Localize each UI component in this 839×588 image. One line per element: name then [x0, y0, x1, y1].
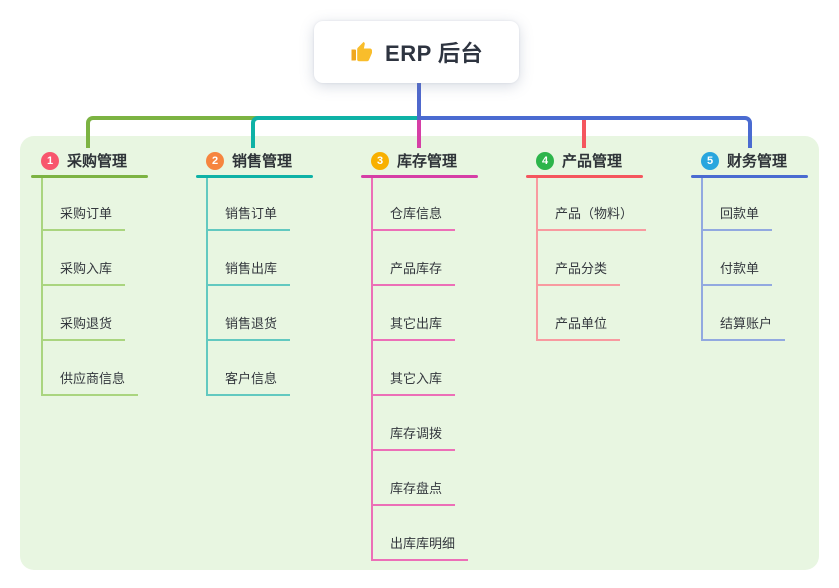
child-node[interactable]: 产品单位: [538, 286, 621, 341]
branch-children: 销售订单销售出库销售退货客户信息: [206, 178, 291, 396]
child-node[interactable]: 供应商信息: [43, 341, 139, 396]
child-node[interactable]: 仓库信息: [373, 178, 456, 231]
connector-branch-3: [417, 120, 421, 148]
branch-underline: [196, 175, 313, 178]
branch-node: 1 采购管理 采购订单采购入库采购退货供应商信息: [31, 146, 149, 396]
child-node[interactable]: 销售订单: [208, 178, 291, 231]
child-node[interactable]: 付款单: [703, 231, 773, 286]
root-connector: [417, 83, 421, 120]
child-node[interactable]: 采购退货: [43, 286, 126, 341]
root-label: ERP 后台: [385, 41, 483, 66]
child-node[interactable]: 库存盘点: [373, 451, 456, 506]
branch-underline: [31, 175, 148, 178]
branch-children: 产品（物料）产品分类产品单位: [536, 178, 647, 341]
child-node[interactable]: 销售退货: [208, 286, 291, 341]
branch-children: 采购订单采购入库采购退货供应商信息: [41, 178, 139, 396]
child-node[interactable]: 销售出库: [208, 231, 291, 286]
branch-node: 3 库存管理 仓库信息产品库存其它出库其它入库库存调拨库存盘点出库库明细: [361, 146, 479, 561]
child-node[interactable]: 产品库存: [373, 231, 456, 286]
branch-number-badge: 2: [206, 151, 224, 170]
branch-title: 采购管理: [67, 153, 128, 170]
branch-underline: [361, 175, 478, 178]
child-node[interactable]: 产品分类: [538, 231, 621, 286]
branch-underline: [526, 175, 643, 178]
branch-title-row[interactable]: 4 产品管理: [526, 146, 644, 175]
child-node[interactable]: 其它出库: [373, 286, 456, 341]
connector-branch-4: [582, 120, 586, 148]
child-node[interactable]: 结算账户: [703, 286, 786, 341]
branch-number-badge: 3: [371, 151, 389, 170]
child-node[interactable]: 采购订单: [43, 178, 126, 231]
child-node[interactable]: 库存调拨: [373, 396, 456, 451]
connector-branch-2: [251, 116, 418, 148]
branch-title-row[interactable]: 2 销售管理: [196, 146, 314, 175]
branch-title-row[interactable]: 1 采购管理: [31, 146, 149, 175]
child-node[interactable]: 回款单: [703, 178, 773, 231]
branch-number-badge: 1: [41, 151, 59, 170]
child-node[interactable]: 客户信息: [208, 341, 291, 396]
branch-underline: [691, 175, 808, 178]
branch-title-row[interactable]: 5 财务管理: [691, 146, 809, 175]
branches-panel: [20, 136, 819, 570]
branch-title: 库存管理: [397, 153, 458, 170]
branch-number-badge: 4: [536, 151, 554, 170]
child-node[interactable]: 产品（物料）: [538, 178, 647, 231]
child-node[interactable]: 采购入库: [43, 231, 126, 286]
branch-node: 4 产品管理 产品（物料）产品分类产品单位: [526, 146, 647, 341]
branch-title: 销售管理: [232, 153, 293, 170]
branch-title: 财务管理: [727, 153, 788, 170]
connector-branch-5: [418, 116, 752, 148]
root-node[interactable]: ERP 后台: [314, 21, 519, 83]
branch-node: 2 销售管理 销售订单销售出库销售退货客户信息: [196, 146, 314, 396]
branch-children: 仓库信息产品库存其它出库其它入库库存调拨库存盘点出库库明细: [371, 178, 469, 561]
child-node[interactable]: 其它入库: [373, 341, 456, 396]
branch-node: 5 财务管理 回款单付款单结算账户: [691, 146, 809, 341]
child-node[interactable]: 出库库明细: [373, 506, 469, 561]
thumbs-up-icon: [350, 40, 374, 64]
branch-children: 回款单付款单结算账户: [701, 178, 786, 341]
branch-number-badge: 5: [701, 151, 719, 170]
branch-title-row[interactable]: 3 库存管理: [361, 146, 479, 175]
branch-title: 产品管理: [562, 153, 623, 170]
